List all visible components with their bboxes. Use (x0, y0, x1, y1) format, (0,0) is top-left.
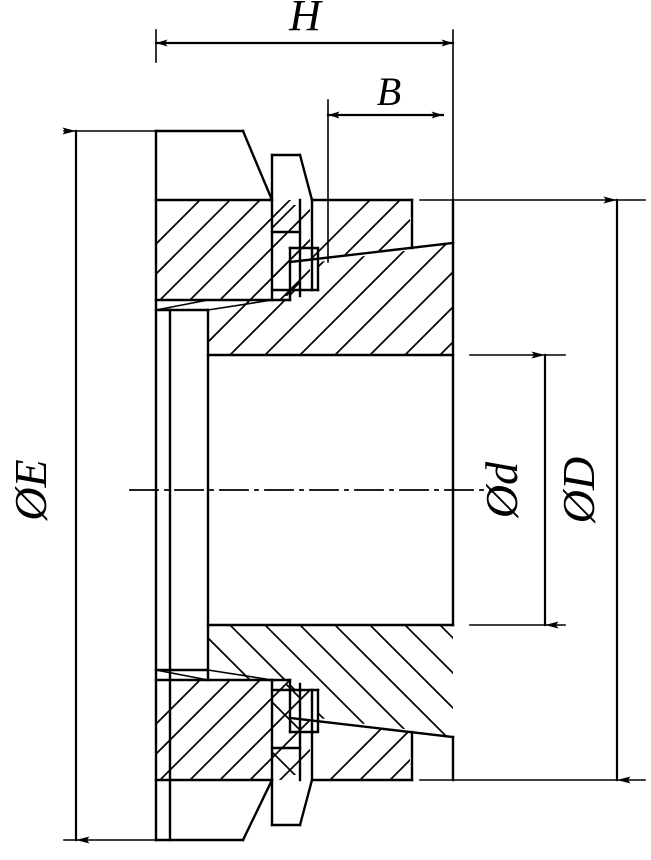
extension-lines (63, 29, 646, 841)
dim-label-H: H (288, 0, 323, 40)
dimension-labels: H B ØE ØD Ød (5, 0, 604, 524)
dim-label-E: ØE (5, 459, 56, 521)
section-hatching (156, 200, 453, 780)
dim-label-d: Ød (476, 461, 527, 519)
dim-label-B: B (377, 69, 401, 114)
internal-thin-lines (155, 242, 454, 738)
part-outline-lower (154, 623, 455, 842)
dim-label-D: ØD (553, 457, 604, 524)
part-outline-upper (154, 129, 455, 842)
dimension-lines (62, 39, 631, 844)
